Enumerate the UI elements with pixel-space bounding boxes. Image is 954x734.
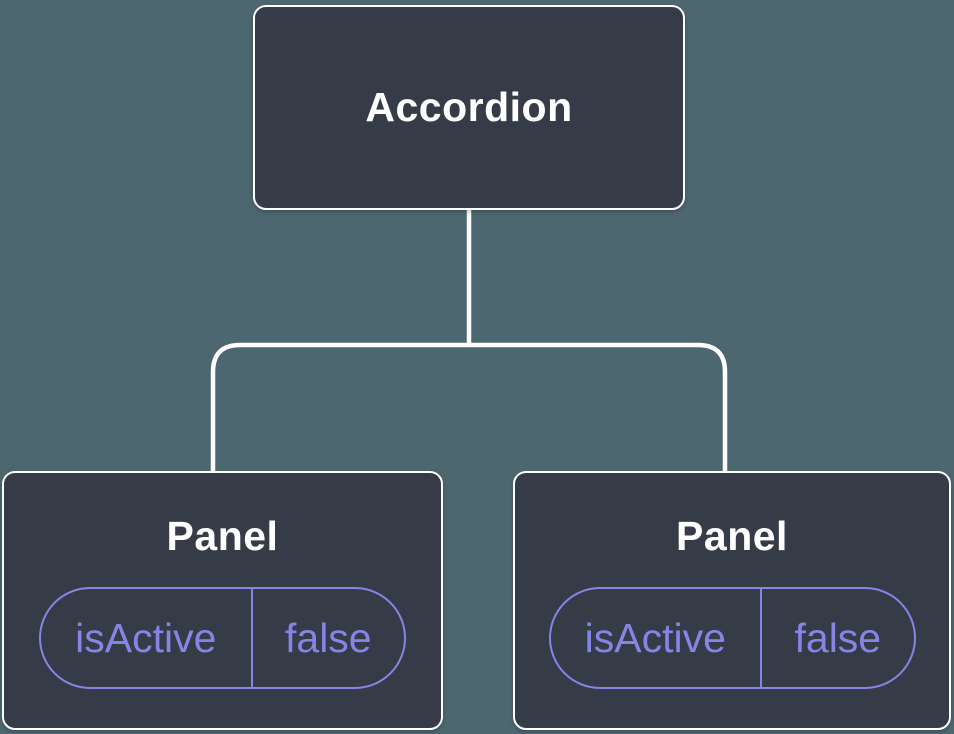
node-accordion: Accordion: [253, 5, 685, 210]
state-name: isActive: [551, 589, 763, 687]
state-pill: isActive false: [39, 587, 406, 689]
node-panel-left: Panel isActive false: [2, 471, 443, 730]
state-name: isActive: [41, 589, 253, 687]
panel-node-label: Panel: [676, 513, 788, 560]
panel-title-row: Panel: [167, 473, 279, 587]
state-value: false: [285, 614, 372, 661]
accordion-node-label: Accordion: [365, 83, 573, 130]
connector-branch: [210, 342, 728, 475]
state-pill: isActive false: [548, 587, 916, 689]
node-panel-right: Panel isActive false: [513, 471, 951, 730]
panel-title-row: Panel: [676, 473, 788, 587]
state-value: false: [794, 614, 882, 661]
panel-node-label: Panel: [166, 513, 279, 560]
